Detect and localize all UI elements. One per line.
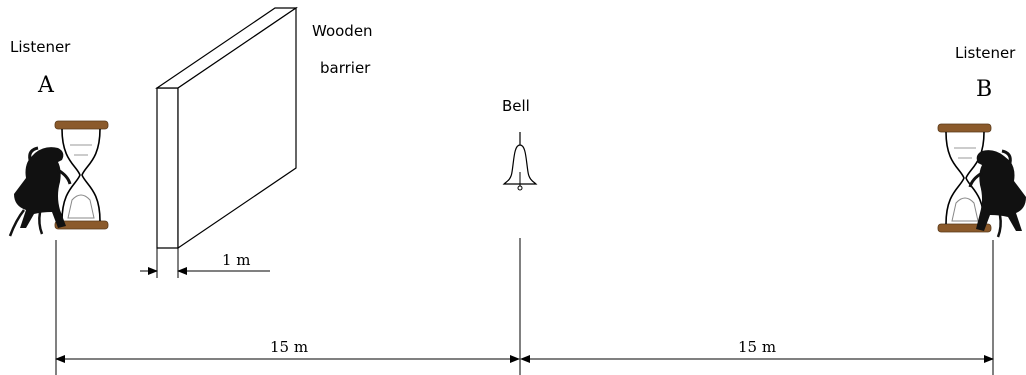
listener-a-caption: Listener	[10, 38, 71, 56]
wooden-barrier	[140, 6, 298, 278]
hourglass-icon	[54, 120, 109, 230]
bell-icon	[502, 132, 538, 191]
listener-a-letter: A	[37, 73, 55, 98]
distance-label-right: 15 m	[738, 338, 776, 356]
listener-b: Listener B	[937, 44, 1026, 238]
listener-person-icon	[8, 146, 72, 237]
distance-dimensions	[55, 238, 994, 375]
listener-a: Listener A	[8, 38, 109, 237]
bell-label: Bell	[502, 97, 530, 115]
listener-b-letter: B	[976, 77, 992, 102]
barrier-label-line1: Wooden	[312, 22, 373, 40]
listener-person-icon	[968, 149, 1026, 238]
listener-b-caption: Listener	[955, 44, 1016, 62]
barrier-thickness-label: 1 m	[222, 251, 251, 269]
barrier-label-line2: barrier	[320, 59, 371, 77]
distance-label-left: 15 m	[270, 338, 308, 356]
